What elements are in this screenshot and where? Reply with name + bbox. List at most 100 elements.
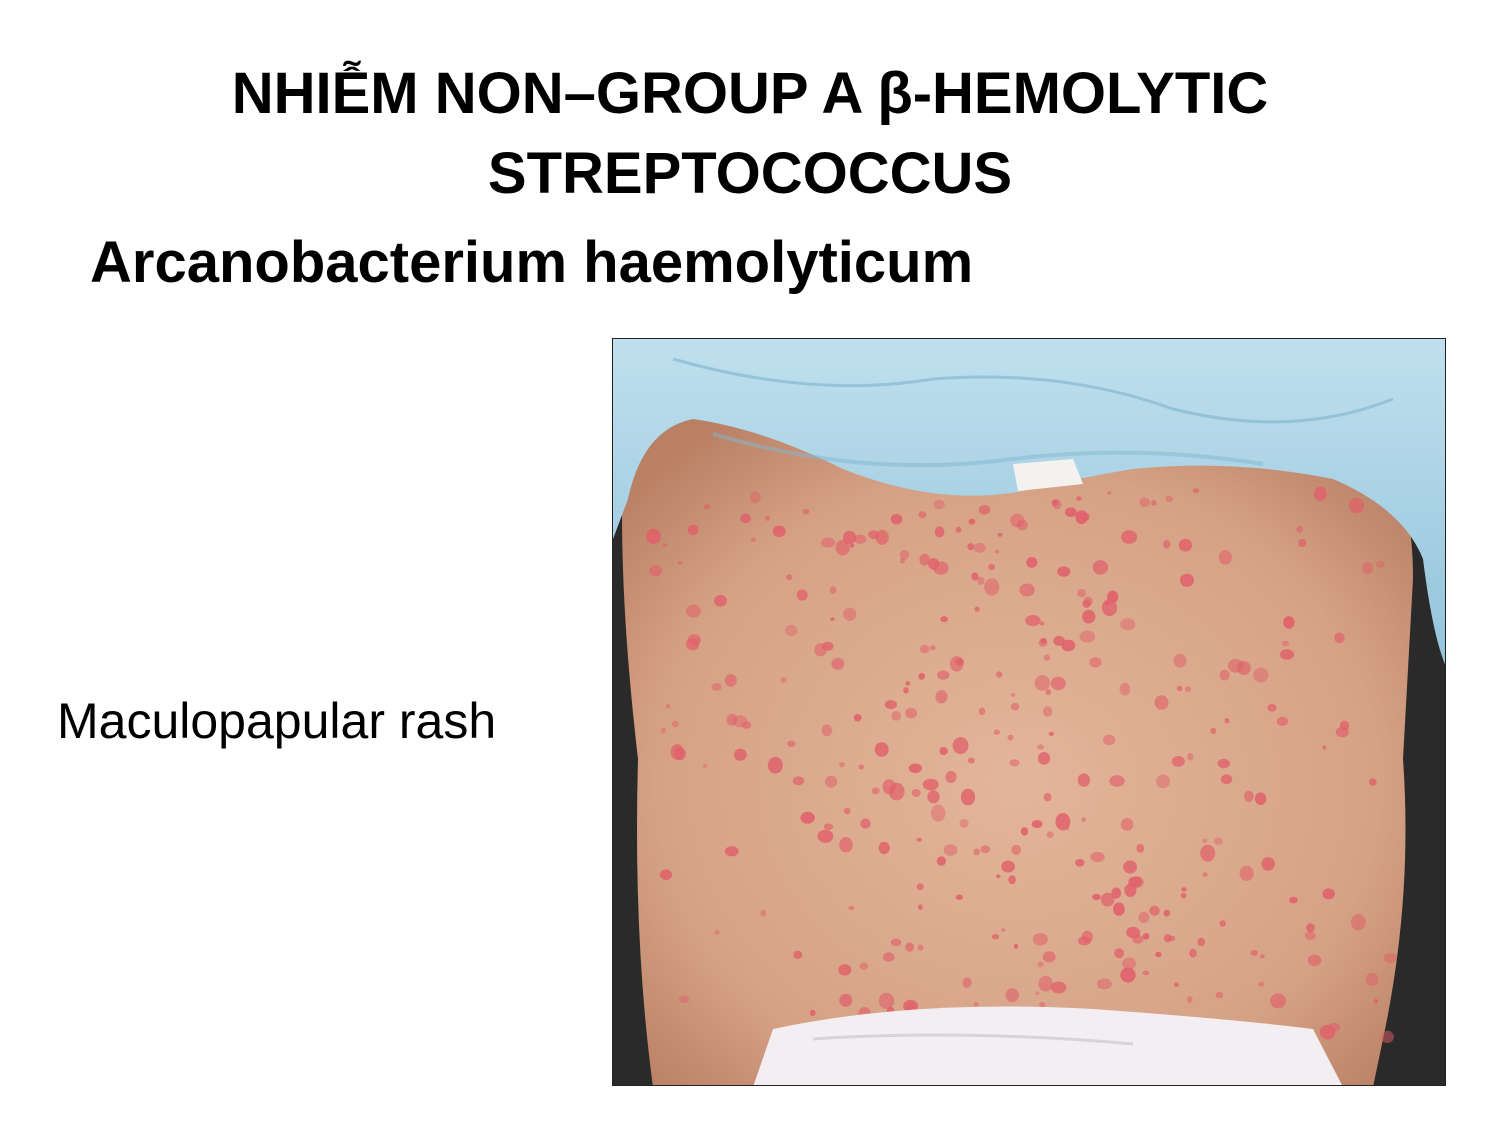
rash-spot xyxy=(1139,497,1151,507)
rash-spot xyxy=(1055,813,1071,831)
rash-spot xyxy=(1149,905,1160,916)
rash-spot xyxy=(1334,632,1345,644)
rash-spot xyxy=(649,564,663,577)
rash-spot xyxy=(890,938,902,947)
rash-spot xyxy=(1075,510,1088,525)
rash-spot xyxy=(1081,817,1086,823)
rash-spot xyxy=(1253,667,1269,683)
rash-spot xyxy=(1335,726,1349,738)
rash-spot xyxy=(1113,902,1125,916)
rash-spot xyxy=(830,617,835,621)
rash-spot xyxy=(850,543,855,548)
rash-spot xyxy=(1042,951,1056,963)
rash-spot xyxy=(959,818,969,828)
rash-spot xyxy=(1039,621,1045,626)
rash-spot xyxy=(1010,702,1020,711)
rash-spot xyxy=(908,763,922,774)
rash-spot xyxy=(1270,993,1286,1009)
rash-spot xyxy=(905,707,918,719)
clothing-tag xyxy=(1013,459,1083,491)
rash-spot xyxy=(1151,500,1157,506)
rash-spot xyxy=(1189,948,1197,958)
rash-spot xyxy=(891,711,902,721)
rash-spot xyxy=(1076,496,1082,501)
rash-spot xyxy=(1123,860,1137,874)
rash-spot xyxy=(702,764,708,768)
rash-spot xyxy=(1001,860,1015,873)
rash-spot xyxy=(952,737,969,755)
rash-spot xyxy=(967,757,975,764)
rash-spot xyxy=(760,909,767,917)
rash-spot xyxy=(1178,538,1193,552)
rash-spot xyxy=(662,543,668,547)
rash-spot xyxy=(796,589,808,601)
rash-spot xyxy=(660,727,666,734)
rash-spot xyxy=(868,530,880,539)
rash-spot xyxy=(1173,653,1187,668)
rash-spot xyxy=(1171,756,1185,767)
rash-spot xyxy=(918,904,923,911)
rash-spot xyxy=(1020,827,1029,836)
rash-spot xyxy=(1219,920,1226,927)
rash-spot xyxy=(905,681,911,686)
rash-spot xyxy=(1034,675,1050,691)
rash-spot xyxy=(821,724,833,737)
rash-spot xyxy=(1197,937,1206,947)
rash-spot xyxy=(936,856,947,866)
rash-spot xyxy=(996,671,1003,678)
rash-spot xyxy=(1200,844,1216,862)
rash-spot xyxy=(994,549,1000,554)
rash-spot xyxy=(780,677,787,683)
rash-spot xyxy=(1043,654,1051,661)
rash-spot xyxy=(1050,676,1066,691)
rash-spot xyxy=(1092,560,1109,575)
rash-spot xyxy=(1181,887,1187,892)
rash-spot xyxy=(1244,790,1254,803)
rash-spot xyxy=(916,837,922,842)
rash-spot xyxy=(1362,561,1373,575)
rash-spot xyxy=(1322,888,1335,900)
rash-spot xyxy=(859,962,869,970)
rash-spot xyxy=(1097,978,1112,990)
rash-spot xyxy=(772,525,786,538)
rash-spot xyxy=(973,542,986,553)
rash-spot xyxy=(659,869,673,880)
rash-spot xyxy=(967,543,975,551)
cloth-fold xyxy=(672,357,1394,424)
rash-spot xyxy=(1261,857,1275,871)
rash-spot xyxy=(1279,649,1295,660)
rash-spot xyxy=(1185,686,1192,693)
rash-spot xyxy=(1037,744,1044,750)
rash-spot xyxy=(1306,923,1315,933)
rash-spot xyxy=(1369,778,1377,786)
rash-spot xyxy=(843,530,856,545)
rash-spot xyxy=(677,561,683,565)
rash-spot xyxy=(821,641,834,651)
rash-spot xyxy=(919,645,930,654)
rash-spot xyxy=(933,499,945,510)
rash-spot xyxy=(1109,775,1125,787)
rash-spot xyxy=(1101,599,1118,617)
rash-spot xyxy=(978,707,986,716)
rash-spot xyxy=(646,528,661,545)
rash-spot xyxy=(917,944,924,951)
rash-spot xyxy=(860,818,871,829)
rash-spot xyxy=(973,1002,979,1007)
rash-spot xyxy=(1281,640,1290,647)
rash-spot xyxy=(1365,972,1379,986)
rash-spot xyxy=(980,845,991,854)
rash-spot xyxy=(1187,752,1194,761)
rash-spot xyxy=(1165,495,1173,503)
rash-spot xyxy=(1176,685,1183,692)
rash-spot xyxy=(1009,759,1020,767)
rash-spot xyxy=(824,775,838,788)
organism-subtitle: Arcanobacterium haemolyticum xyxy=(90,230,974,295)
rash-spot xyxy=(874,742,889,757)
rash-spot xyxy=(835,539,850,556)
rash-spot xyxy=(940,616,948,623)
rash-spot xyxy=(1052,499,1062,510)
rash-spot xyxy=(911,789,921,797)
rash-spot xyxy=(1218,550,1232,565)
slide-title-line2: STREPTOCOCCUS xyxy=(487,141,1013,206)
rash-spot xyxy=(1077,773,1091,787)
